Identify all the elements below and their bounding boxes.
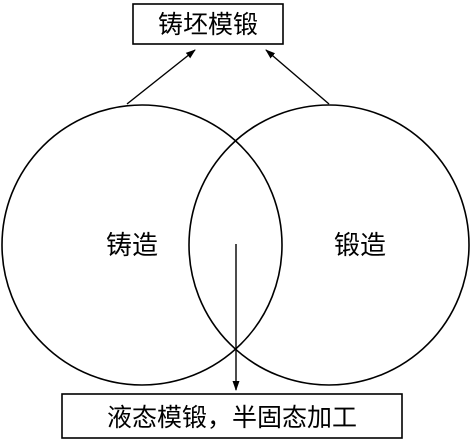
bottom-box-label: 液态模锻，半固态加工 bbox=[107, 403, 357, 432]
top-box bbox=[132, 3, 284, 45]
bottom-box bbox=[61, 393, 403, 439]
top-box-label: 铸坯模锻 bbox=[158, 10, 258, 39]
arrow-right-to-top bbox=[265, 49, 330, 105]
arrow-left-to-top bbox=[126, 49, 196, 105]
right-circle-label: 锻造 bbox=[334, 231, 386, 261]
left-circle-label: 铸造 bbox=[106, 231, 158, 261]
left-circle bbox=[1, 104, 283, 386]
right-circle bbox=[188, 104, 470, 386]
